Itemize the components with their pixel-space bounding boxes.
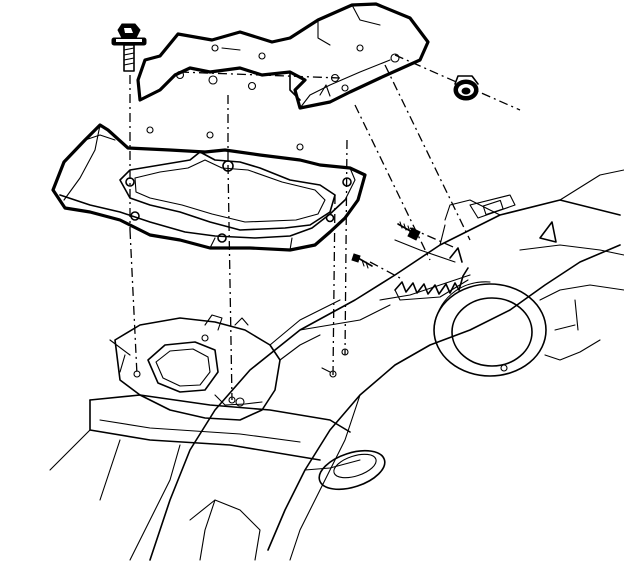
vehicle-frame-structure [49, 169, 624, 561]
alignment-lines [129, 54, 521, 401]
serrated-panel-edge [394, 247, 469, 301]
direction-arrow [539, 221, 557, 243]
mounting-tray [51, 123, 367, 252]
wheel-well [433, 281, 601, 377]
stud-pins [133, 348, 349, 404]
lower-support-bracket [109, 299, 341, 421]
retaining-nut [453, 75, 479, 101]
side-screw [351, 221, 421, 269]
bracket-bolt [111, 23, 147, 72]
module-bracket-plate [136, 2, 430, 110]
